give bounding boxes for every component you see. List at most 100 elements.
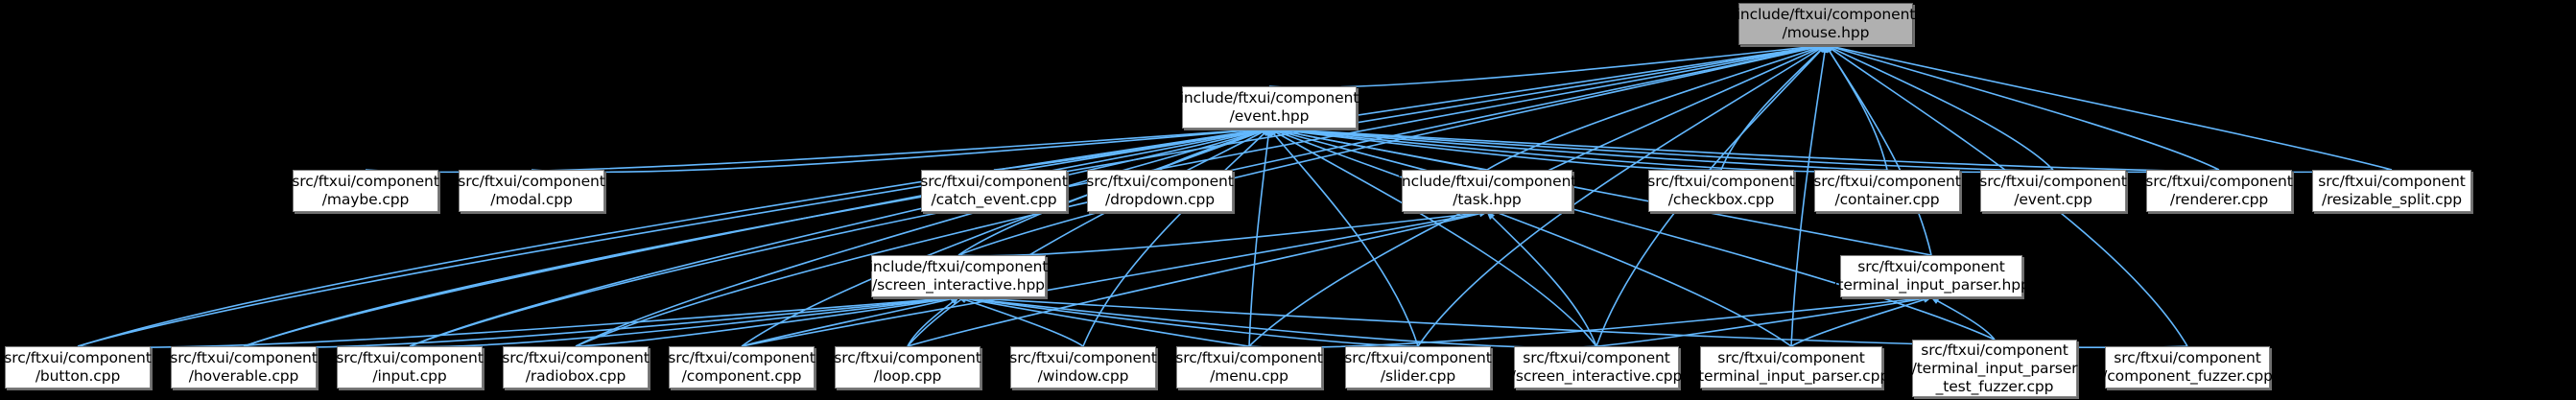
graph-edge: [1268, 125, 2393, 174]
graph-node-label: src/ftxui/component /container.cpp: [1813, 173, 1961, 208]
graph-edge: [907, 128, 1270, 347]
graph-node-event_hpp[interactable]: include/ftxui/component /event.hpp: [1179, 86, 1359, 129]
graph-edge: [365, 126, 1270, 174]
graph-edge: [1268, 42, 1827, 89]
graph-node-label: src/ftxui/component /loop.cpp: [834, 349, 981, 385]
graph-edge: [77, 126, 1270, 347]
graph-edge: [1248, 294, 1932, 348]
graph-edge: [1825, 44, 2054, 171]
graph-node-label: src/ftxui/component /resizable_split.cpp: [2318, 173, 2466, 208]
graph-node-label: src/ftxui/component /button.cpp: [4, 349, 152, 385]
graph-node-label: src/ftxui/component /renderer.cpp: [2145, 173, 2293, 208]
graph-edge: [957, 209, 1488, 257]
graph-edge: [957, 294, 1597, 348]
graph-edge: [1268, 128, 1597, 347]
graph-node-screen_interactive_cpp[interactable]: src/ftxui/component /screen_interactive.…: [1511, 346, 1682, 388]
graph-edge: [741, 209, 1488, 347]
graph-edge: [575, 127, 1270, 347]
graph-edge: [243, 127, 1270, 347]
graph-node-label: include/ftxui/component /task.hpp: [1397, 173, 1577, 208]
graph-node-resizable_split_cpp[interactable]: src/ftxui/component /resizable_split.cpp: [2312, 170, 2471, 212]
graph-edge: [1268, 126, 2054, 174]
graph-edge: [243, 294, 959, 349]
graph-node-component_fuzzer_cpp[interactable]: src/ftxui/component /component_fuzzer.cp…: [2102, 346, 2273, 388]
graph-edge: [957, 294, 1250, 347]
graph-node-radiobox_cpp[interactable]: src/ftxui/component /radiobox.cpp: [502, 346, 650, 388]
graph-edge: [1082, 128, 1270, 347]
graph-node-container_cpp[interactable]: src/ftxui/component /container.cpp: [1813, 170, 1961, 212]
graph-edge: [1268, 128, 1792, 347]
graph-node-mouse_hpp[interactable]: include/ftxui/component /mouse.hpp: [1736, 3, 1916, 45]
graph-node-component_cpp[interactable]: src/ftxui/component /component.cpp: [668, 346, 815, 388]
graph-node-label: src/ftxui/component /slider.cpp: [1344, 349, 1492, 385]
graph-node-label: include/ftxui/component /mouse.hpp: [1736, 6, 1916, 41]
graph-edge: [1825, 44, 1932, 256]
graph-edge: [1268, 126, 2220, 174]
graph-node-input_cpp[interactable]: src/ftxui/component /input.cpp: [336, 346, 484, 388]
graph-edge: [1486, 44, 1827, 171]
graph-edge: [575, 294, 959, 347]
graph-edge: [1268, 126, 1888, 173]
graph-node-tip_test_fuzzer_cpp[interactable]: src/ftxui/component /terminal_input_pars…: [1911, 340, 2078, 397]
graph-edge: [1268, 127, 1488, 171]
graph-node-label: include/ftxui/component /event.hpp: [1179, 89, 1359, 125]
graph-node-slider_cpp[interactable]: src/ftxui/component /slider.cpp: [1344, 346, 1492, 388]
graph-edge: [1268, 127, 1996, 341]
graph-edge: [957, 296, 1084, 347]
graph-node-label: include/ftxui/component /screen_interact…: [868, 258, 1049, 294]
graph-edge: [409, 294, 959, 348]
graph-node-menu_cpp[interactable]: src/ftxui/component /menu.cpp: [1175, 346, 1323, 388]
graph-edge: [993, 126, 1270, 171]
graph-edge: [1248, 128, 1272, 347]
graph-node-label: src/ftxui/component /hoverable.cpp: [170, 349, 318, 385]
graph-edge: [77, 294, 959, 349]
graph-edge: [1486, 211, 1597, 347]
graph-edge: [531, 126, 1270, 174]
graph-node-checkbox_cpp[interactable]: src/ftxui/component /checkbox.cpp: [1647, 170, 1795, 212]
graph-node-label: src/ftxui/component /catch_event.cpp: [920, 173, 1068, 208]
graph-edge: [741, 295, 959, 347]
graph-node-catch_event_cpp[interactable]: src/ftxui/component /catch_event.cpp: [920, 170, 1068, 212]
graph-edge: [1790, 296, 1932, 347]
graph-node-label: src/ftxui/component /menu.cpp: [1175, 349, 1323, 385]
graph-node-label: src/ftxui/component /component.cpp: [668, 349, 815, 385]
graph-node-maybe_cpp[interactable]: src/ftxui/component /maybe.cpp: [292, 170, 439, 212]
graph-edge: [1595, 294, 1932, 347]
graph-node-task_hpp[interactable]: include/ftxui/component /task.hpp: [1398, 170, 1576, 212]
graph-node-window_cpp[interactable]: src/ftxui/component /window.cpp: [1009, 346, 1157, 388]
graph-node-hoverable_cpp[interactable]: src/ftxui/component /hoverable.cpp: [170, 346, 318, 388]
graph-edge: [1720, 44, 1827, 171]
graph-node-label: src/ftxui/component /terminal_input_pars…: [1692, 349, 1890, 385]
graph-node-label: src/ftxui/component /checkbox.cpp: [1647, 173, 1795, 208]
graph-node-label: src/ftxui/component /radiobox.cpp: [502, 349, 650, 385]
graph-edge: [907, 296, 959, 347]
graph-edge: [1825, 43, 2220, 171]
graph-edge: [1825, 43, 2393, 171]
graph-node-loop_cpp[interactable]: src/ftxui/component /loop.cpp: [834, 346, 981, 388]
graph-node-label: src/ftxui/component /event.cpp: [1979, 173, 2127, 208]
graph-node-label: src/ftxui/component /terminal_input_pars…: [1832, 258, 2030, 294]
graph-edge: [741, 128, 1270, 347]
graph-node-button_cpp[interactable]: src/ftxui/component /button.cpp: [4, 346, 152, 388]
graph-node-label: src/ftxui/component /modal.cpp: [458, 173, 605, 208]
graph-node-event_cpp[interactable]: src/ftxui/component /event.cpp: [1979, 170, 2127, 212]
graph-node-terminal_input_parser_hpp[interactable]: src/ftxui/component /terminal_input_pars…: [1832, 255, 2030, 297]
graph-edge: [1825, 44, 1888, 171]
graph-edge: [1159, 128, 1270, 171]
graph-edge: [1268, 126, 1722, 172]
graph-edge: [409, 127, 1270, 347]
graph-edge: [957, 43, 1827, 256]
graph-node-terminal_input_parser_cpp[interactable]: src/ftxui/component /terminal_input_pars…: [1693, 346, 1889, 388]
graph-node-label: src/ftxui/component /terminal_input_pars…: [1911, 341, 2078, 395]
graph-node-label: src/ftxui/component /screen_interactive.…: [1510, 349, 1683, 385]
graph-node-label: src/ftxui/component /dropdown.cpp: [1086, 173, 1234, 208]
graph-node-label: src/ftxui/component /window.cpp: [1009, 349, 1157, 385]
graph-node-dropdown_cpp[interactable]: src/ftxui/component /dropdown.cpp: [1086, 170, 1234, 212]
graph-node-label: src/ftxui/component /component_fuzzer.cp…: [2102, 349, 2273, 385]
graph-node-screen_interactive_hpp[interactable]: include/ftxui/component /screen_interact…: [868, 255, 1049, 297]
graph-node-modal_cpp[interactable]: src/ftxui/component /modal.cpp: [458, 170, 605, 212]
graph-node-renderer_cpp[interactable]: src/ftxui/component /renderer.cpp: [2145, 170, 2293, 212]
graph-edge: [957, 294, 1419, 347]
graph-edge: [1930, 296, 1996, 341]
graph-edge: [1268, 128, 1419, 347]
